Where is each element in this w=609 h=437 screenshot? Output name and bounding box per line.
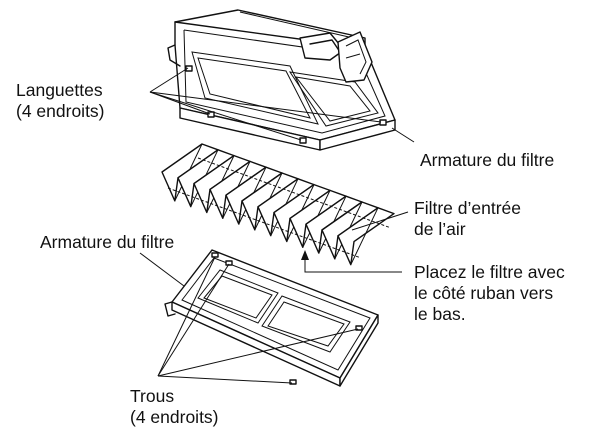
filter-tape-line (167, 187, 361, 259)
holes-label-line1: Trous (130, 386, 175, 406)
frame-bottom-label: Armature du filtre (40, 232, 175, 252)
intake-filter-label-line2: de l’air (414, 219, 466, 239)
pleat-fold (350, 207, 379, 265)
pleated-air-filter (161, 143, 395, 266)
placement-note-line2: le côté ruban vers (414, 283, 554, 303)
holes-label: Trous (4 endroits) (130, 386, 219, 428)
holes-leader-lines (157, 256, 359, 384)
tabs-leader-lines (149, 67, 382, 141)
frame-top-leader (391, 127, 415, 143)
placement-arrow (301, 250, 402, 273)
top-filter-frame (167, 9, 396, 151)
tabs-label-line2: (4 endroits) (16, 101, 105, 121)
tabs-label-line1: Languettes (16, 80, 103, 100)
intake-filter-label: Filtre d’entrée de l’air (414, 198, 521, 240)
filter-tape-line-back (197, 157, 391, 229)
intake-filter-leader (351, 211, 409, 231)
frame-top-label: Armature du filtre (420, 150, 555, 170)
placement-note: Placez le filtre avec le côté ruban vers… (414, 262, 565, 325)
holes-label-line2: (4 endroits) (130, 407, 219, 427)
bottom-filter-frame (164, 249, 379, 387)
filter-pleat (337, 207, 395, 266)
placement-note-line1: Placez le filtre avec (414, 262, 565, 282)
placement-note-line3: le bas. (414, 304, 466, 324)
intake-filter-label-line1: Filtre d’entrée (414, 198, 521, 218)
frame-bottom-leader (139, 252, 185, 287)
tabs-label: Languettes (4 endroits) (16, 80, 105, 122)
